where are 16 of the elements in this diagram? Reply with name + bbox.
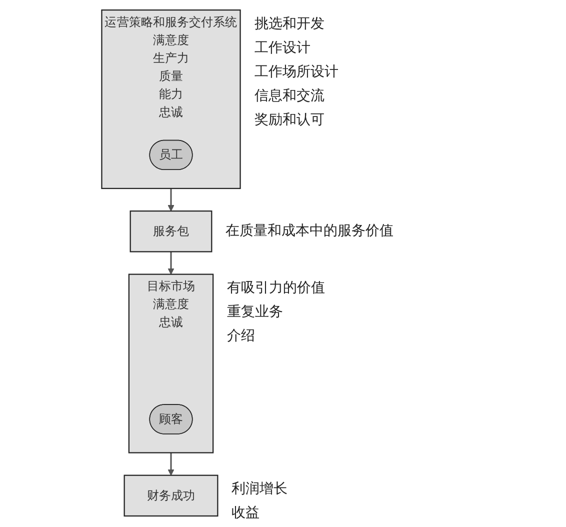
side-note: 挑选和开发 bbox=[254, 15, 324, 34]
arrow bbox=[168, 188, 174, 212]
side-note: 奖励和认可 bbox=[254, 111, 324, 130]
arrow bbox=[168, 452, 174, 476]
side-note: 有吸引力的价值 bbox=[227, 279, 326, 298]
side-note: 介绍 bbox=[227, 327, 256, 346]
side-note: 工作场所设计 bbox=[254, 63, 338, 82]
side-note: 在质量和成本中的服务价值 bbox=[226, 222, 394, 242]
side-note: 重复业务 bbox=[227, 303, 284, 322]
node-box: 财务成功 bbox=[124, 474, 218, 517]
side-note: 收益 bbox=[232, 504, 260, 524]
side-note: 信息和交流 bbox=[254, 87, 324, 106]
node-box: 服务包 bbox=[130, 210, 212, 252]
side-note: 工作设计 bbox=[254, 39, 310, 58]
side-note: 利润增长 bbox=[232, 480, 288, 500]
arrow bbox=[168, 252, 174, 275]
